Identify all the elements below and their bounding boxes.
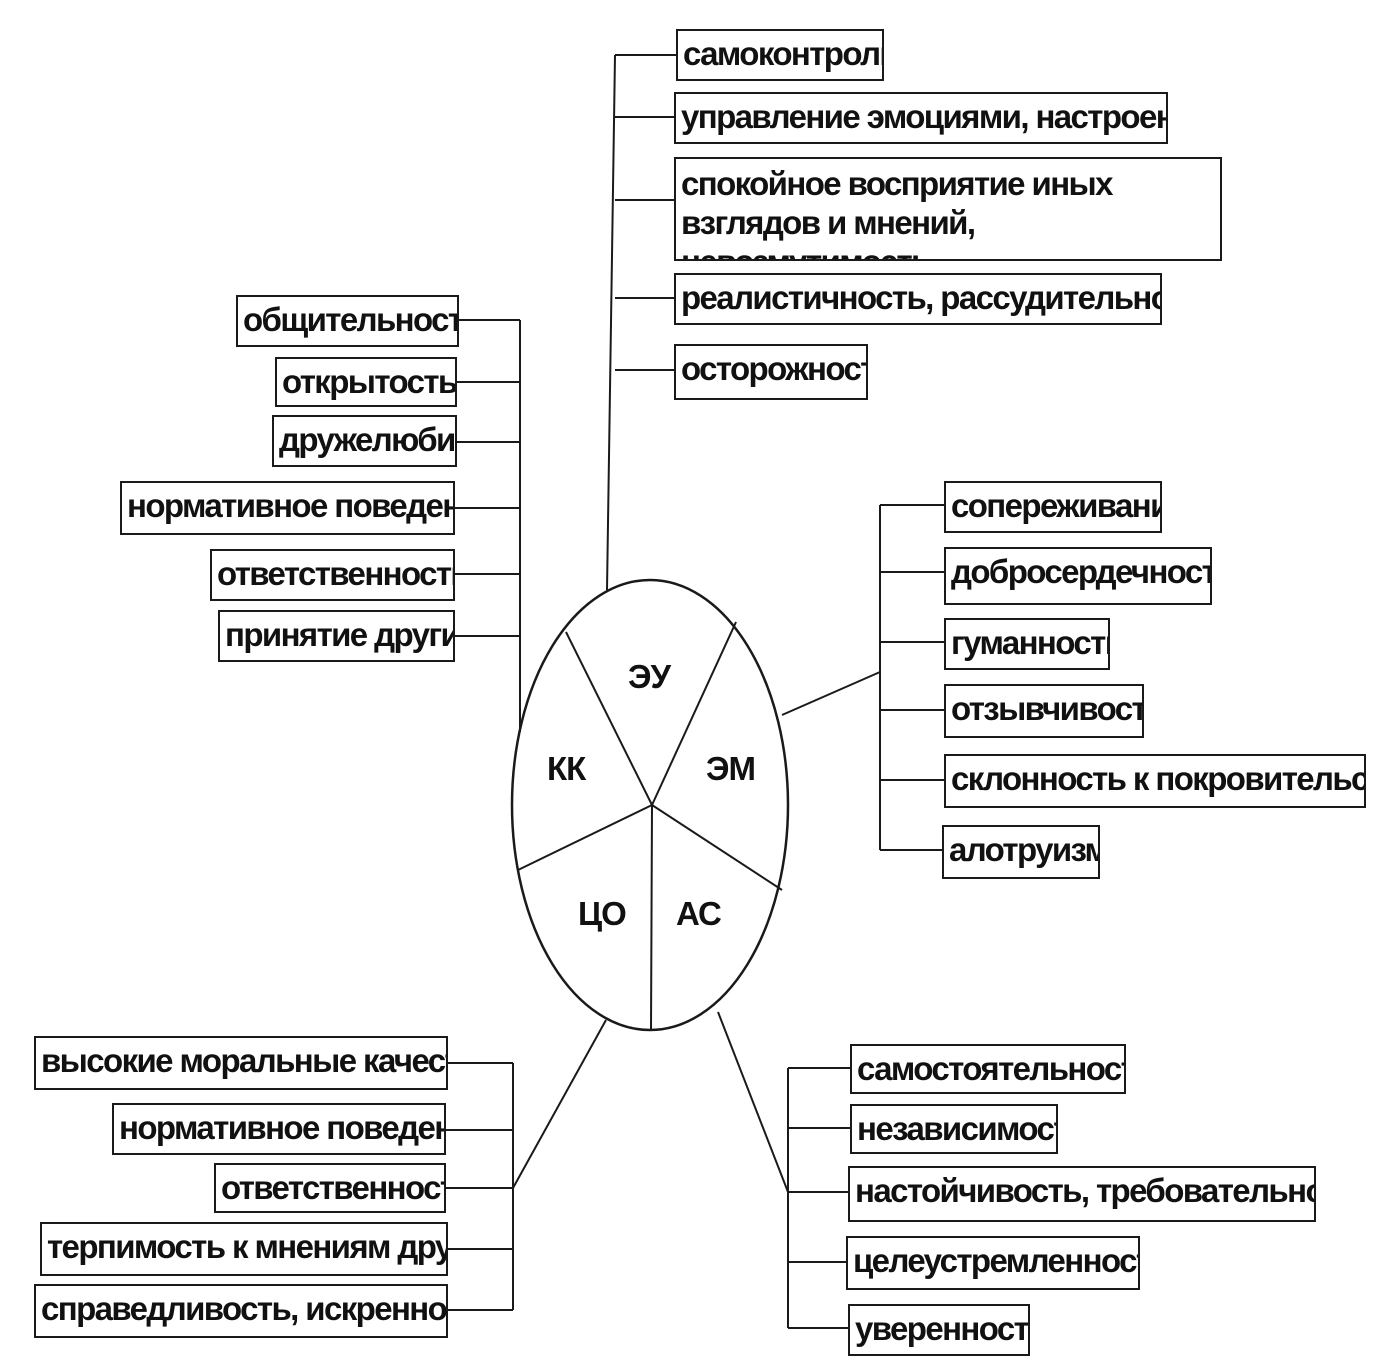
divider-right: [651, 804, 783, 891]
trait-box-openness: открытость: [275, 357, 457, 407]
trait-box-confidence: уверенность: [848, 1304, 1030, 1356]
trait-box-responsibility-2: ответственность: [214, 1163, 446, 1213]
segment-label-em: ЭМ: [706, 750, 755, 787]
trait-box-normative-behavior: нормативное поведение: [120, 481, 455, 535]
divider-top-left: [565, 631, 653, 806]
segment-label-co: ЦО: [578, 895, 626, 932]
segment-label-kk: КК: [547, 750, 587, 787]
segment-label-eu: ЭУ: [628, 658, 671, 695]
trait-box-calm-perception: спокойное восприятие иных взглядов и мне…: [674, 157, 1222, 261]
trait-box-fairness: справедливость, искренность: [34, 1284, 448, 1338]
trait-box-acceptance: принятие других: [218, 610, 455, 662]
trait-box-realism: реалистичность, рассудительность: [674, 273, 1162, 325]
trait-box-humaneness: гуманность: [944, 618, 1110, 670]
divider-bottom: [650, 804, 653, 1031]
trait-box-empathy: сопереживание: [944, 481, 1162, 533]
left-connectors: [455, 319, 521, 732]
bottom-left-connectors: [446, 1019, 607, 1311]
trait-box-self-control: самоконтроль: [676, 29, 884, 81]
trait-box-normative-behavior-2: нормативное поведение: [112, 1103, 446, 1155]
trait-box-purposefulness: целеустремленность: [846, 1236, 1140, 1290]
trait-box-kindheartedness: добросердечность: [944, 547, 1212, 605]
trait-box-patronage: склонность к покровительству: [944, 754, 1366, 808]
trait-box-tolerance: терпимость к мнениям других: [40, 1222, 448, 1276]
trait-box-persistence: настойчивость, требовательность: [848, 1166, 1316, 1222]
trait-box-caution: осторожность: [674, 344, 868, 400]
bottom-right-connectors: [717, 1011, 850, 1329]
trait-box-independence: независимость: [850, 1104, 1058, 1154]
trait-box-high-morals: высокие моральные качества: [34, 1036, 448, 1090]
trait-box-emotion-management: управление эмоциями, настроением: [674, 92, 1168, 144]
right-connectors: [781, 504, 944, 851]
trait-box-sociability: общительность: [236, 295, 459, 347]
trait-box-friendliness: дружелюбие: [272, 415, 457, 467]
trait-box-responsibility: ответственность: [210, 549, 455, 601]
trait-box-altruism: алотруизм: [942, 825, 1100, 879]
divider-top-right: [651, 621, 737, 806]
segment-label-as: АС: [676, 895, 721, 932]
trait-box-self-reliance: самостоятельность: [850, 1044, 1126, 1094]
top-right-connectors: [606, 54, 676, 591]
divider-left: [517, 804, 653, 871]
trait-box-responsiveness: отзывчивость: [944, 684, 1144, 738]
